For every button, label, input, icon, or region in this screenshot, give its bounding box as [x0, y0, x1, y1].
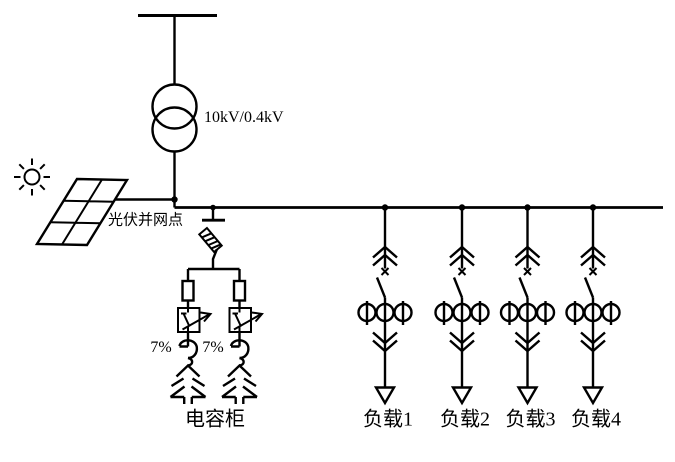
pv-grid-point-label: 光伏并网点: [108, 212, 183, 229]
capacitor-step-2: [220, 267, 264, 406]
grid-supply: 10kV/0.4kV: [138, 14, 284, 208]
load-label: 负载1: [363, 408, 413, 431]
capacitor-cabinet-label: 电容柜: [185, 408, 245, 431]
load-label: 负载3: [506, 408, 556, 431]
reactor-tap-label-left: 7%: [150, 339, 171, 356]
load-label: 负载2: [440, 408, 490, 431]
reactor-tap-label-right: 7%: [202, 339, 223, 356]
load-branch-2: 负载2: [434, 203, 490, 431]
load-label: 负载4: [571, 408, 621, 431]
two-winding-transformer-icon: [151, 83, 198, 153]
capacitor-step-1: [169, 267, 212, 406]
load-branch-4: 负载4: [565, 203, 621, 431]
fuse-disconnector-icon: [197, 226, 224, 254]
solar-panel-icon: [34, 177, 130, 247]
pv-system: 光伏并网点: [14, 158, 183, 247]
pv-junction-dot: [171, 196, 178, 203]
load-branch-3: 负载3: [499, 203, 556, 431]
sun-icon: [14, 158, 50, 196]
load-branch-1: 负载1: [357, 203, 413, 431]
transformer-ratio-label: 10kV/0.4kV: [204, 109, 284, 126]
capacitor-branch: 7% 7% 电容柜: [150, 204, 264, 431]
fuse-connector-line: [211, 249, 218, 269]
